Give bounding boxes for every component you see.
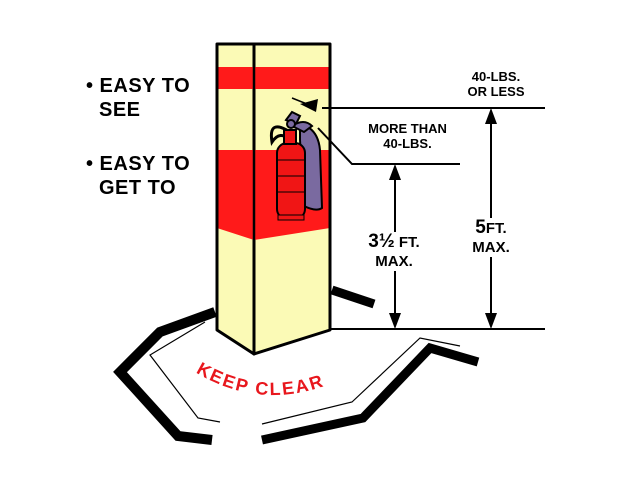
label-line: MAX. (375, 253, 413, 270)
three-half-unit: FT. (394, 234, 420, 251)
label-line: MORE THAN (368, 121, 447, 136)
five-value: 5 (475, 217, 486, 238)
keep-clear-text: KEEP CLEAR (194, 358, 327, 399)
bullet-easy-to-see: • EASY TO SEE (86, 74, 190, 122)
three-half-value: 3½ (368, 231, 395, 252)
five-unit: FT. (485, 220, 507, 237)
label-five-ft-max: 5FT. MAX. (462, 218, 520, 257)
bullet-line: • EASY TO (86, 153, 191, 175)
label-line: 40-LBS. (383, 136, 432, 151)
bullet-line: GET TO (99, 177, 177, 199)
bullet-line: • EASY TO (86, 75, 191, 97)
label-line: 3½ FT. (356, 232, 432, 252)
post (215, 42, 332, 356)
label-line: MAX. (472, 239, 510, 256)
label-line: 40-LBS. (471, 69, 521, 84)
fire-extinguisher-icon (269, 110, 324, 221)
label-forty-lbs-or-less: 40-LBS. OR LESS (446, 69, 546, 99)
red-band-top (217, 67, 254, 89)
red-band-lower (217, 150, 254, 240)
label-three-half-ft-max: 3½ FT. MAX. (356, 232, 432, 271)
label-line: 5FT. (462, 218, 520, 238)
bullet-line: SEE (99, 99, 141, 121)
label-more-than-forty-lbs: MORE THAN 40-LBS. (350, 121, 465, 151)
keep-clear-floor-outline (113, 285, 480, 445)
label-line: OR LESS (467, 84, 525, 99)
bullet-easy-to-get-to: • EASY TO GET TO (86, 152, 190, 200)
